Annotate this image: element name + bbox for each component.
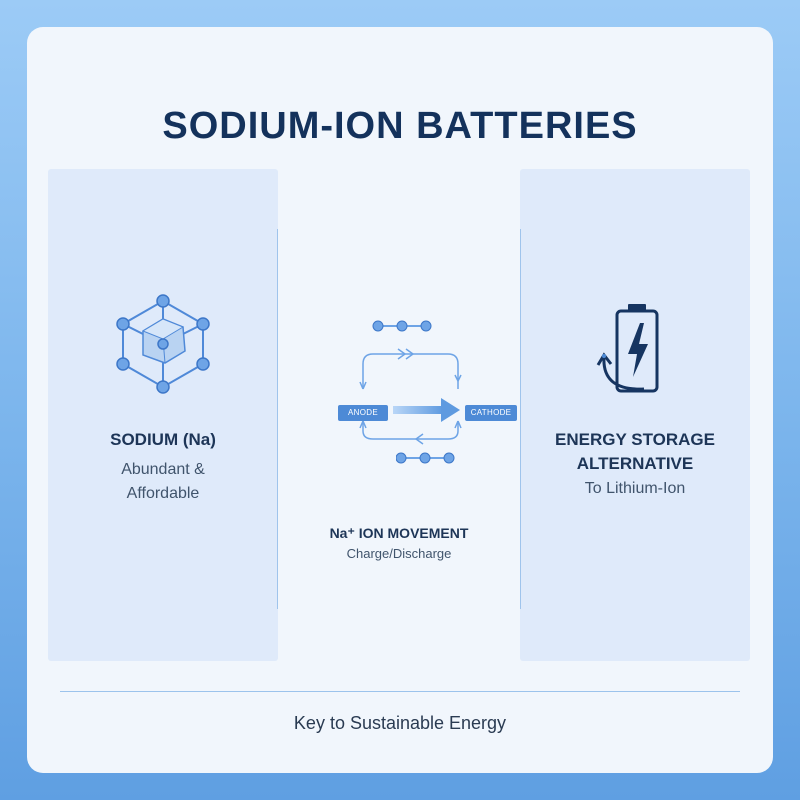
footer-text: Key to Sustainable Energy: [293, 713, 507, 733]
page-title: SODIUM-ION BATTERIES: [162, 105, 638, 147]
panel-divider-line: [277, 229, 278, 609]
panel-divider-line: [520, 229, 521, 609]
ion-movement-heading: Na⁺ ION MOVEMENT: [329, 525, 469, 541]
energy-storage-sub: To Lithium-Ion: [584, 480, 686, 497]
footer-divider: [60, 691, 740, 692]
ion-chain-icon: [396, 452, 455, 464]
molecule-icon: [116, 294, 210, 394]
anode-label: ANODE: [338, 405, 388, 421]
energy-storage-heading-line-1: ENERGY STORAGE: [555, 430, 715, 449]
sodium-sub-line-1: Abundant &: [121, 461, 205, 478]
energy-storage-heading-line-2: ALTERNATIVE: [576, 454, 694, 473]
ion-movement-sub: Charge/Discharge: [346, 546, 452, 561]
main-card: SODIUM-ION BATTERIES: [27, 27, 773, 773]
ion-movement-block: ANODE CATHODE Na⁺ ION MOVEMENT Charge/Di…: [278, 169, 520, 661]
sodium-heading: SODIUM (Na): [110, 430, 216, 449]
sodium-sub-line-2: Affordable: [126, 485, 200, 502]
cathode-label: CATHODE: [465, 405, 517, 421]
ion-flow-icon: [359, 320, 462, 445]
sodium-panel: SODIUM (Na) Abundant & Affordable: [48, 169, 278, 661]
battery-charging-icon: [596, 304, 659, 393]
energy-storage-panel: ENERGY STORAGE ALTERNATIVE To Lithium-Io…: [520, 169, 750, 661]
